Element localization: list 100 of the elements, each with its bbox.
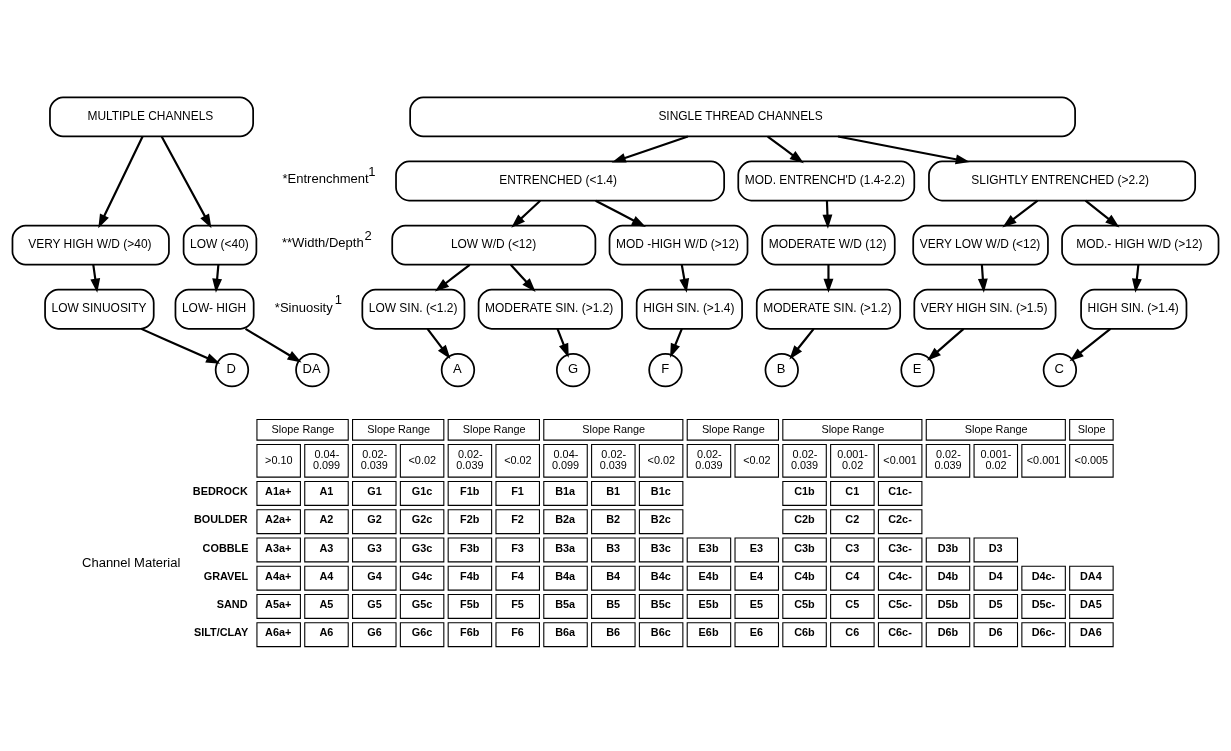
label: B6: [606, 626, 621, 639]
label: >0.10: [265, 453, 293, 466]
label: Slope Range: [367, 422, 431, 435]
label: B2: [606, 513, 621, 526]
label: D6b: [937, 626, 959, 639]
label: 0.02- 0.039: [360, 447, 388, 472]
label: A2: [319, 513, 334, 526]
label: B1: [606, 485, 621, 498]
label: 0.04- 0.099: [312, 447, 341, 472]
label: A2a+: [265, 513, 292, 526]
label: C6c-: [888, 626, 912, 639]
label: Slope Range: [964, 422, 1028, 435]
label: G2: [367, 513, 382, 526]
label: F1b: [460, 485, 480, 498]
label: G4: [367, 569, 382, 582]
label: A6: [319, 626, 334, 639]
label: B3a: [555, 541, 576, 554]
label: GRAVEL: [203, 569, 249, 582]
label: D6: [988, 626, 1003, 639]
label: D3b: [937, 541, 959, 554]
label: G1c: [411, 485, 433, 498]
label: 0.02- 0.039: [695, 447, 723, 472]
label: B5a: [555, 598, 576, 611]
label: G6: [367, 626, 382, 639]
label: SAND: [216, 598, 248, 611]
label: A4: [319, 569, 334, 582]
label: 0.02- 0.039: [456, 447, 484, 472]
label: A4a+: [265, 569, 292, 582]
label: <0.02: [743, 453, 771, 466]
label: F1: [511, 485, 524, 498]
label: F4: [511, 569, 524, 582]
label: F3: [511, 541, 524, 554]
label: C2c-: [888, 513, 912, 526]
label: C5c-: [888, 598, 912, 611]
label: E3: [749, 541, 763, 554]
label: B2c: [650, 513, 671, 526]
label: B4a: [555, 569, 576, 582]
label: E6: [749, 626, 763, 639]
label: B3: [606, 541, 621, 554]
label: A1a+: [265, 485, 292, 498]
label: F2b: [460, 513, 480, 526]
label: <0.001: [1026, 453, 1061, 466]
label: G3c: [411, 541, 433, 554]
label: DA5: [1080, 598, 1102, 611]
label: Slope Range: [701, 422, 765, 435]
label: C1: [845, 485, 860, 498]
label: C3: [845, 541, 860, 554]
label: G5: [367, 598, 382, 611]
label: D5c-: [1031, 598, 1056, 611]
label: C1c-: [888, 485, 912, 498]
label: DA4: [1080, 569, 1102, 582]
label: <0.001: [883, 453, 917, 466]
label: <0.005: [1074, 453, 1109, 466]
label: F4b: [460, 569, 480, 582]
label: F6b: [460, 626, 480, 639]
label: Slope Range: [821, 422, 885, 435]
label: C4: [845, 569, 860, 582]
label: C1b: [794, 485, 815, 498]
label: B3c: [650, 541, 671, 554]
label: A1: [319, 485, 334, 498]
label: A5: [319, 598, 334, 611]
label: C2b: [794, 513, 815, 526]
label: D3: [988, 541, 1003, 554]
label: C4c-: [888, 569, 912, 582]
label: 0.001- 0.02: [980, 447, 1012, 472]
label: 0.04- 0.099: [551, 447, 580, 472]
label: A3: [319, 541, 334, 554]
label: 0.02- 0.039: [599, 447, 627, 472]
label: C5: [845, 598, 860, 611]
label: Slope Range: [462, 422, 526, 435]
label: Slope: [1077, 422, 1106, 435]
label: D5: [988, 598, 1003, 611]
label: E5b: [698, 598, 719, 611]
label: 0.02- 0.039: [790, 447, 819, 472]
label: E6b: [698, 626, 719, 639]
label: F5: [511, 598, 524, 611]
label: B1c: [650, 485, 671, 498]
label: SILT/CLAY: [193, 626, 249, 639]
label: COBBLE: [202, 541, 249, 554]
label: BOULDER: [193, 513, 248, 526]
label: A6a+: [265, 626, 292, 639]
label: C6b: [794, 626, 815, 639]
label: F2: [511, 513, 524, 526]
label: C4b: [794, 569, 815, 582]
label: G1: [367, 485, 382, 498]
label: C2: [845, 513, 860, 526]
label: F6: [511, 626, 524, 639]
label: D4c-: [1031, 569, 1056, 582]
label: D4b: [937, 569, 959, 582]
label: B4c: [650, 569, 671, 582]
label: Channel Material: [82, 555, 181, 571]
label: A3a+: [265, 541, 292, 554]
label: G4c: [411, 569, 433, 582]
label: B5: [606, 598, 621, 611]
label: G6c: [411, 626, 433, 639]
label: E4: [749, 569, 763, 582]
label: B6c: [650, 626, 671, 639]
label: E4b: [698, 569, 719, 582]
label: B4: [606, 569, 621, 582]
label: C6: [845, 626, 860, 639]
